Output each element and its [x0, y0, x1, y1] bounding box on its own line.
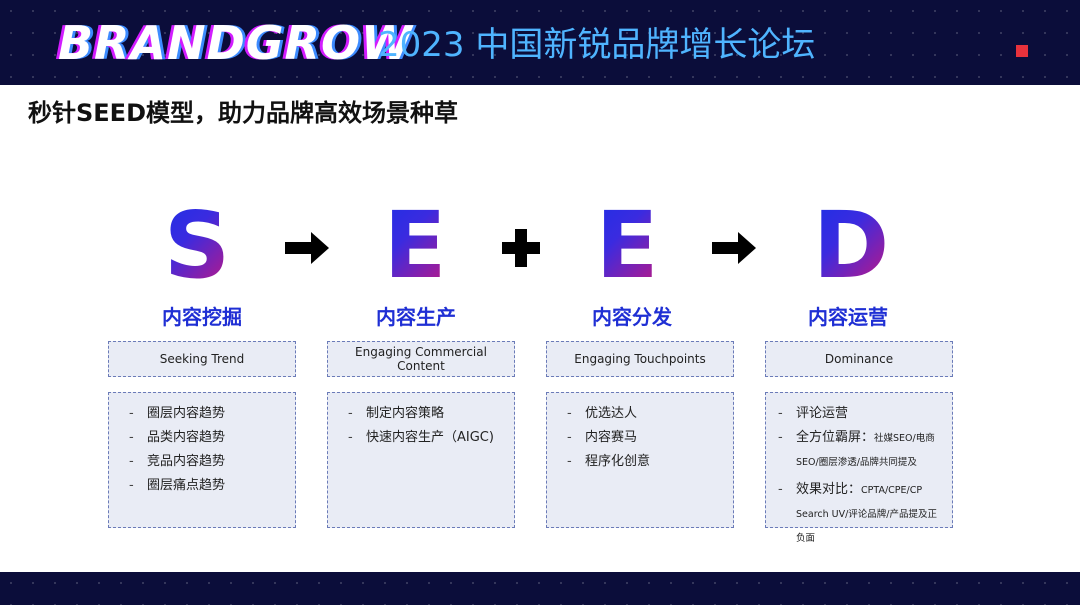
- arrow-right-icon: [712, 232, 756, 264]
- stage-title-content-mining: 内容挖掘: [162, 305, 242, 329]
- stage-en-label: Engaging Touchpoints: [574, 352, 706, 366]
- page-title: 秒针SEED模型，助力品牌高效场景种草: [28, 99, 458, 127]
- list-item: 竞品内容趋势: [129, 450, 289, 474]
- stage-en-box-engaging-touchpoints: Engaging Touchpoints: [546, 341, 734, 377]
- red-square-mark: [1016, 45, 1028, 57]
- seed-letter-e1: E: [370, 196, 460, 296]
- list-item: 优选达人: [567, 402, 727, 426]
- list-item: 圈层内容趋势: [129, 402, 289, 426]
- header-bar: BRANDGROW 2023 中国新锐品牌增长论坛: [0, 0, 1080, 85]
- seed-letter-s: S: [152, 196, 242, 296]
- seed-letter-e2: E: [582, 196, 672, 296]
- footer-bar: [0, 572, 1080, 605]
- arrow-right-icon: [285, 232, 329, 264]
- stage-en-label: Dominance: [824, 352, 894, 366]
- stage-list-box-4: 评论运营 全方位霸屏：社媒SEO/电商SEO/圈层渗透/品牌共同提及 效果对比：…: [765, 392, 953, 544]
- list-item: 内容赛马: [567, 426, 727, 450]
- list-item: 制定内容策略: [348, 402, 508, 426]
- stage-en-box-engaging-commercial-content: Engaging Commercial Content: [327, 341, 515, 377]
- list-item: 全方位霸屏：社媒SEO/电商SEO/圈层渗透/品牌共同提及: [778, 426, 946, 474]
- stage-title-content-production: 内容生产: [376, 305, 456, 329]
- list-item: 评论运营: [778, 402, 946, 426]
- list-item: 品类内容趋势: [129, 426, 289, 450]
- event-title: 2023 中国新锐品牌增长论坛: [378, 25, 816, 65]
- list-item: 程序化创意: [567, 450, 727, 474]
- stage-en-label: Seeking Trend: [159, 352, 245, 366]
- stage-title-content-distribution: 内容分发: [592, 305, 672, 329]
- stage-list-box-3: 优选达人 内容赛马 程序化创意: [546, 392, 734, 528]
- stage-en-box-seeking-trend: Seeking Trend: [108, 341, 296, 377]
- stage-en-box-dominance: Dominance: [765, 341, 953, 377]
- stage-list-box-1: 圈层内容趋势 品类内容趋势 竞品内容趋势 圈层痛点趋势: [108, 392, 296, 528]
- list-item: 效果对比：CPTA/CPE/CP Search UV/评论品牌/产品提及正负面: [778, 478, 946, 550]
- brandgrow-logo: BRANDGROW: [58, 16, 413, 70]
- stage-list-box-2: 制定内容策略 快速内容生产（AIGC): [327, 392, 515, 528]
- list-item: 快速内容生产（AIGC): [348, 426, 508, 450]
- list-item: 圈层痛点趋势: [129, 474, 289, 498]
- seed-letter-d: D: [806, 196, 896, 296]
- stage-title-content-operation: 内容运营: [808, 305, 888, 329]
- plus-icon: [502, 229, 540, 267]
- stage-en-label: Engaging Commercial Content: [355, 345, 487, 373]
